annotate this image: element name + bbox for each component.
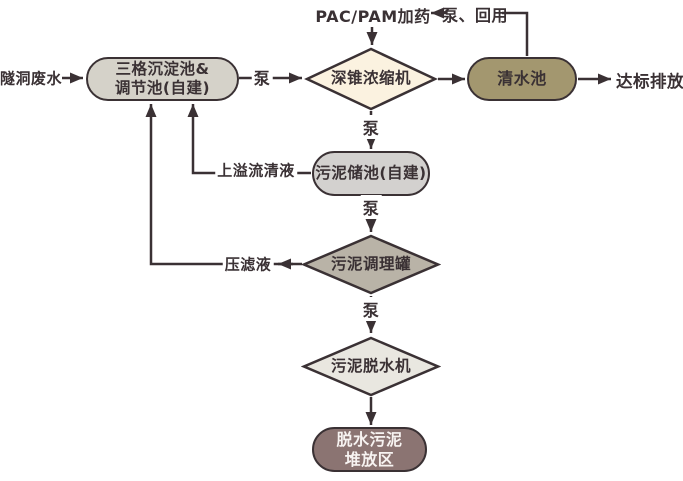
node-dewatered-sludge-stacking-area-label: 脱水污泥 堆放区 xyxy=(336,429,403,469)
thickener-diamond-shape xyxy=(304,47,438,111)
label-pump-4: 泵 xyxy=(360,297,382,321)
node-sludge-storage-tank-label: 污泥储池(自建) xyxy=(315,163,427,182)
label-source: 隧洞废水 xyxy=(0,69,63,88)
label-filtrate: 压滤液 xyxy=(222,253,274,275)
node-sludge-conditioning-tank-label: 污泥调理罐 xyxy=(330,254,411,273)
node-dewatered-sludge-stacking-area: 脱水污泥 堆放区 xyxy=(312,427,427,472)
node-sludge-dewatering-machine: 污泥脱水机 xyxy=(301,336,441,397)
label-pump-1: 泵 xyxy=(251,65,273,89)
label-dosing: PAC/PAM加药 xyxy=(315,7,431,26)
edge-pumpreuse-to-clearwater xyxy=(502,11,529,56)
edge-filtrate-return xyxy=(145,104,302,266)
conditioning-diamond-shape xyxy=(301,234,441,295)
label-overflow-supernatant: 上溢流清液 xyxy=(215,159,297,181)
node-clear-water-tank-label: 清水池 xyxy=(497,69,547,88)
node-sedimentation-tank: 三格沉淀池& 调节池(自建) xyxy=(86,57,239,101)
node-clear-water-tank: 清水池 xyxy=(467,57,577,101)
node-thickener-label: 深锥浓缩机 xyxy=(330,69,411,88)
label-discharge: 达标排放 xyxy=(616,72,683,91)
label-pump-reuse: 泵、回用 xyxy=(441,6,509,25)
dewatering-diamond-shape xyxy=(301,336,441,397)
label-pump-3: 泵 xyxy=(360,195,382,219)
label-pump-2: 泵 xyxy=(360,115,382,139)
node-sludge-storage-tank: 污泥储池(自建) xyxy=(312,151,430,196)
node-sludge-conditioning-tank: 污泥调理罐 xyxy=(301,234,441,295)
node-sludge-dewatering-machine-label: 污泥脱水机 xyxy=(330,356,411,375)
node-thickener: 深锥浓缩机 xyxy=(304,47,438,111)
node-sedimentation-tank-label: 三格沉淀池& 调节池(自建) xyxy=(114,59,211,97)
